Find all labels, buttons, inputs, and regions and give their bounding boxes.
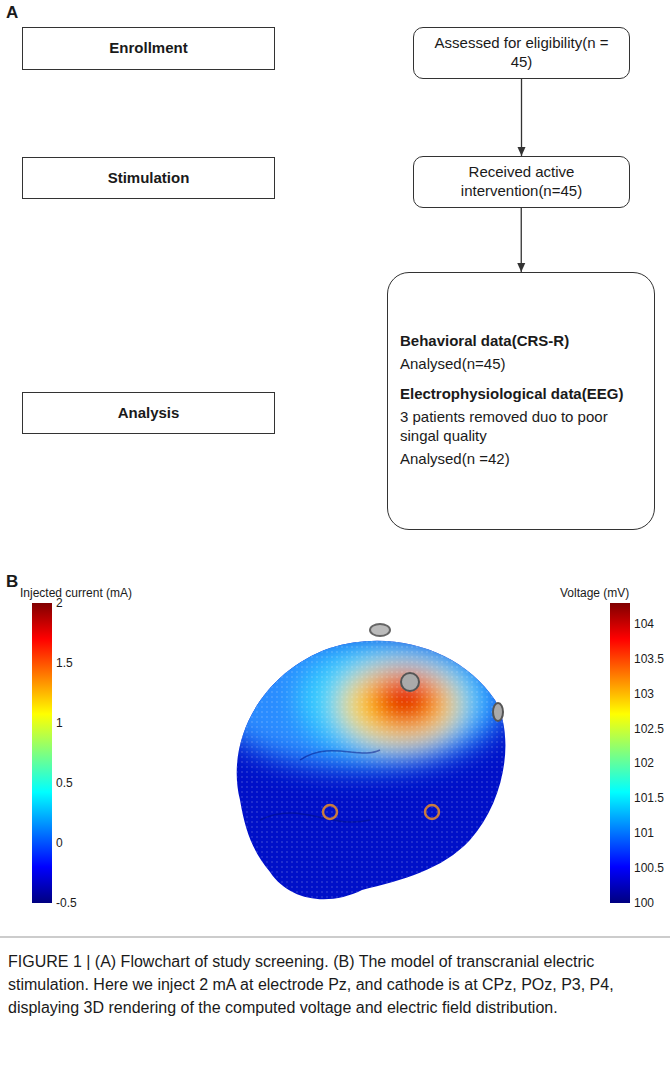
node-text: Enrollment [109,39,187,58]
tick-label: 1 [56,716,63,730]
axis-title: Voltage (mV) [560,586,629,600]
process-box: Received active intervention(n=45) [413,156,630,208]
panel-label: B [6,572,18,592]
tick-label: 2 [56,596,63,610]
current-colorbar [32,603,52,903]
node-text: Analysed(n=45) [400,355,505,374]
tick-label: 0.5 [56,776,73,790]
stage-box: Enrollment [22,27,275,70]
node-text: Stimulation [108,169,190,188]
stage-box: Analysis [22,392,275,434]
tick-label: 100.5 [634,861,664,875]
tick-label: 103 [634,687,654,701]
electrode-symbol [323,624,503,819]
tick-label: 1.5 [56,656,73,670]
node-text: Electrophysiological data(EEG) [400,385,623,404]
stage-box: Stimulation [22,157,275,199]
axis-title: Injected current (mA) [20,586,132,600]
tick-label: -0.5 [56,896,77,910]
flow-arrow [521,208,522,272]
flow-arrow [521,79,522,157]
tick-label: 104 [634,617,654,631]
tick-label: 102 [634,756,654,770]
node-text: Behavioral data(CRS-R) [400,332,569,351]
analysis-box: Behavioral data(CRS-R) Analysed(n=45) Elec… [387,272,655,530]
tick-label: 100 [634,896,654,910]
node-text: Analysed(n =42) [400,450,510,469]
node-text: Analysis [118,404,180,423]
divider-line [0,937,670,938]
voltage-colorbar [610,603,630,903]
tick-label: 102.5 [634,722,664,736]
tick-label: 0 [56,836,63,850]
tick-label: 101 [634,826,654,840]
brain-model [210,620,520,920]
node-text: 3 patients removed duo to poor singal qu… [400,408,642,446]
node-text: Received active intervention(n=45) [424,163,619,201]
process-box: Assessed for eligibility(n = 45) [413,27,630,79]
tick-label: 103.5 [634,652,664,666]
node-text: Assessed for eligibility(n = 45) [424,34,619,72]
tick-label: 101.5 [634,791,664,805]
figure-caption: FIGURE 1 | (A) Flowchart of study screen… [8,950,658,1020]
panel-label: A [6,3,18,23]
